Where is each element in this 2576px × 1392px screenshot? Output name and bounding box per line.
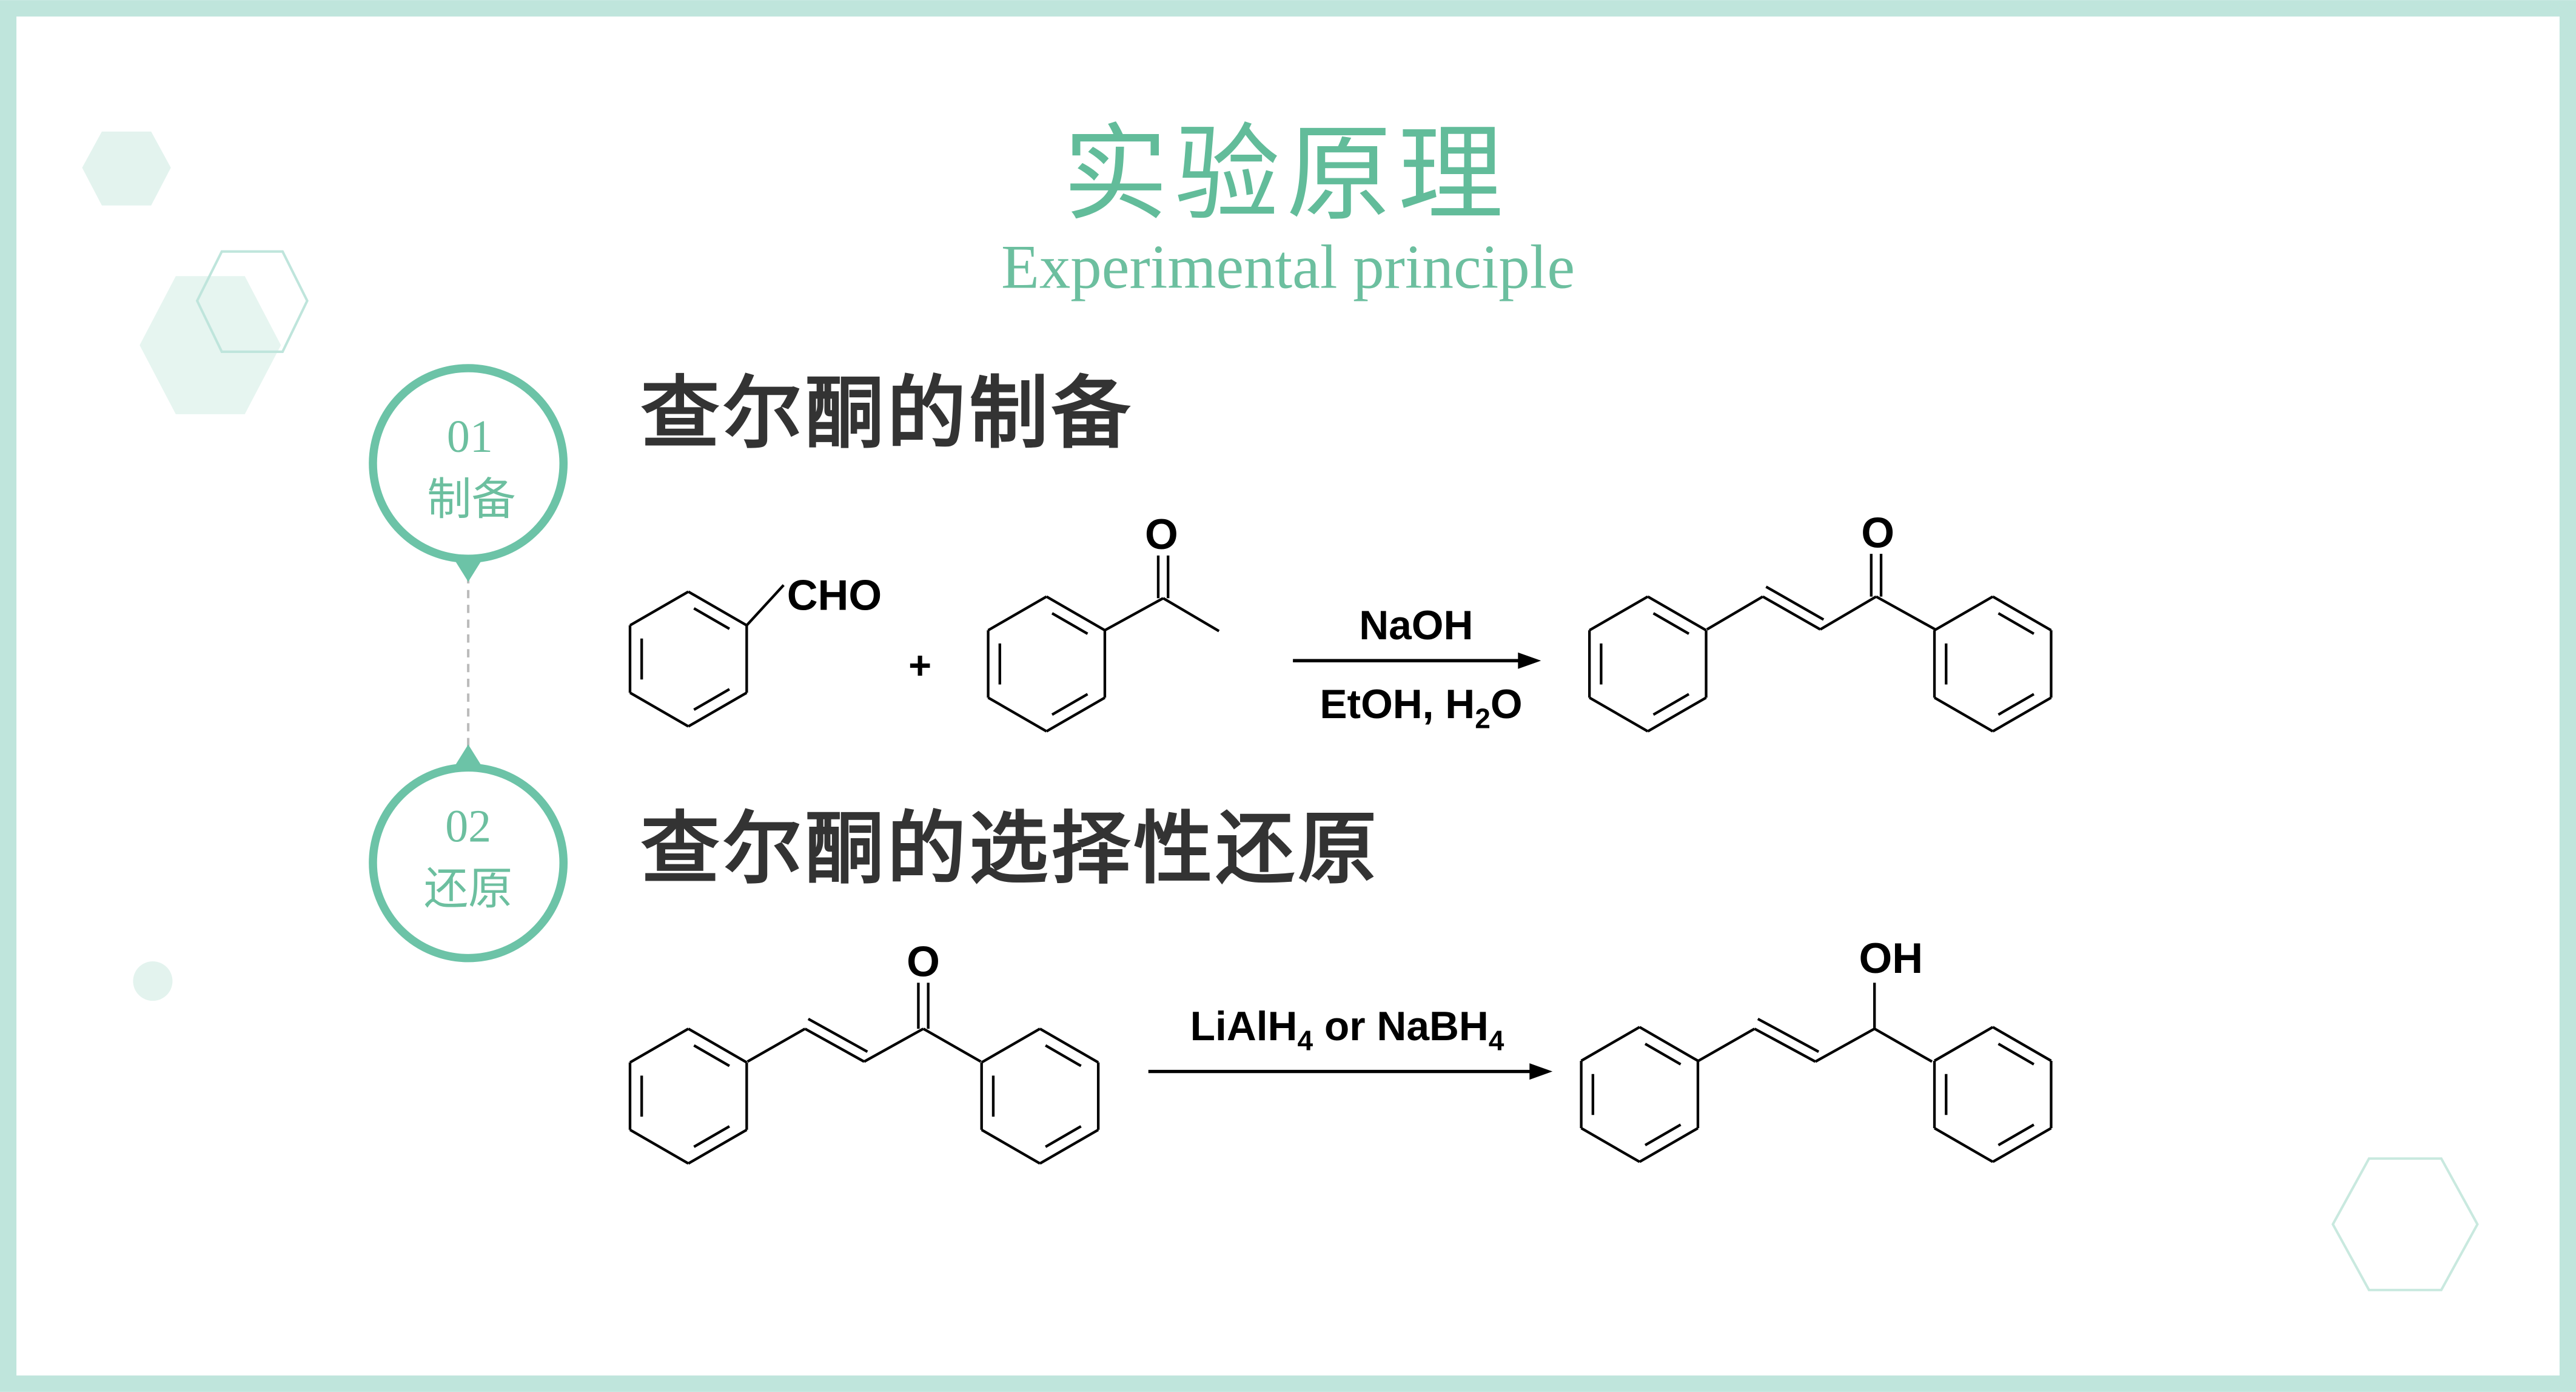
aromatic-inner-bond	[1997, 1043, 2035, 1066]
benzene-bond	[1045, 595, 1106, 632]
step-number: 01	[447, 411, 493, 462]
bond	[1706, 595, 1764, 631]
double-bond	[1757, 1017, 1820, 1053]
benzene-bond	[629, 691, 689, 728]
reagent-naoh: NaOH	[1359, 603, 1473, 648]
section-heading-preparation: 查尔酮的制备	[641, 367, 1134, 459]
aromatic-inner-bond	[693, 607, 730, 630]
aromatic-inner-bond	[1644, 1123, 1682, 1146]
bond	[1814, 1027, 1876, 1063]
double-bond	[1765, 585, 1825, 621]
step-marker-02: 02 还原	[369, 744, 568, 963]
benzene-bond	[987, 595, 1047, 632]
step-label: 还原	[424, 863, 512, 915]
benzene-bond	[1933, 1026, 1994, 1062]
bond	[1875, 595, 1936, 631]
benzene-bond	[1589, 696, 1649, 733]
benzene-bond	[1647, 696, 1707, 733]
step-number: 02	[445, 801, 491, 852]
aromatic-inner-bond	[1051, 612, 1088, 635]
benzene-bond	[1039, 1128, 1099, 1165]
arrow-head	[1529, 1063, 1553, 1080]
hydroxyl-label: OH	[1859, 934, 1923, 982]
aromatic-inner-bond	[693, 1125, 730, 1148]
aromatic-inner-bond	[1652, 612, 1690, 635]
page-title: 实验原理	[1063, 113, 1510, 235]
benzene-bond	[688, 590, 748, 627]
benzene-bond	[1992, 696, 2052, 733]
benzene-bond	[1580, 1026, 1640, 1062]
benzene-bond	[1647, 595, 1707, 632]
chemical-structures	[628, 554, 2053, 1165]
aromatic-inner-bond	[1644, 1043, 1682, 1066]
benzene-bond	[1045, 696, 1106, 733]
step-marker-01: 01 制备	[369, 364, 568, 582]
bond	[1754, 1027, 1816, 1063]
aromatic-inner-bond	[1045, 1044, 1082, 1068]
benzene-bond	[981, 1027, 1041, 1064]
benzene-bond	[1580, 1127, 1640, 1163]
bond	[1819, 595, 1877, 631]
bond	[746, 1027, 806, 1063]
benzene-bond	[1639, 1127, 1699, 1163]
oxygen-label: O	[1145, 510, 1178, 558]
section-heading-reduction: 查尔酮的选择性还原	[641, 802, 1380, 895]
benzene-bond	[1039, 1027, 1099, 1064]
benzene-bond	[1992, 1026, 2052, 1062]
hexagon-decoration	[139, 276, 281, 414]
reagent-solvent: EtOH, H2O	[1320, 682, 1522, 734]
dot-decoration	[133, 961, 173, 1001]
hexagon-outline-decoration	[195, 250, 309, 353]
aromatic-inner-bond	[693, 688, 730, 711]
benzene-bond	[629, 1128, 689, 1165]
aromatic-inner-bond	[693, 1044, 730, 1068]
plus-sign: +	[908, 643, 931, 687]
benzene-bond	[688, 691, 748, 728]
bond	[1104, 597, 1164, 632]
benzene-bond	[1933, 595, 1994, 632]
aromatic-inner-bond	[1997, 612, 2035, 635]
bond	[922, 1027, 982, 1063]
double-bond	[807, 1017, 868, 1053]
benzene-bond	[981, 1128, 1041, 1165]
aromatic-inner-bond	[1051, 693, 1088, 716]
bond	[1762, 595, 1821, 631]
benzene-bond	[1589, 595, 1649, 632]
oxygen-label: O	[1861, 508, 1894, 556]
cho-label: CHO	[787, 571, 882, 619]
bond	[1874, 1027, 1933, 1063]
bond	[1696, 1027, 1756, 1063]
hexagon-decoration	[82, 131, 171, 206]
benzene-bond	[629, 1027, 689, 1064]
aromatic-inner-bond	[1652, 693, 1690, 716]
bond	[863, 1027, 924, 1063]
benzene-bond	[1933, 1127, 1994, 1163]
benzene-bond	[1992, 1127, 2052, 1163]
hexagon-outline-decoration	[2331, 1157, 2479, 1291]
aromatic-inner-bond	[1997, 693, 2035, 716]
benzene-bond	[629, 590, 689, 627]
benzene-bond	[987, 696, 1047, 733]
benzene-bond	[1933, 696, 1994, 733]
bond	[1162, 597, 1220, 633]
aromatic-inner-bond	[1045, 1125, 1082, 1148]
benzene-bond	[688, 1128, 748, 1165]
benzene-bond	[688, 1027, 748, 1064]
step-label: 制备	[427, 474, 515, 525]
oxygen-label: O	[907, 937, 940, 985]
aromatic-inner-bond	[1997, 1123, 2035, 1146]
bond	[745, 584, 785, 627]
bond	[804, 1027, 865, 1063]
benzene-bond	[1992, 595, 2052, 632]
benzene-bond	[1639, 1026, 1699, 1062]
arrow-head	[1518, 652, 1541, 669]
page-subtitle: Experimental principle	[1001, 232, 1575, 301]
reagent-reducing-agent: LiAlH4 or NaBH4	[1190, 1004, 1504, 1056]
